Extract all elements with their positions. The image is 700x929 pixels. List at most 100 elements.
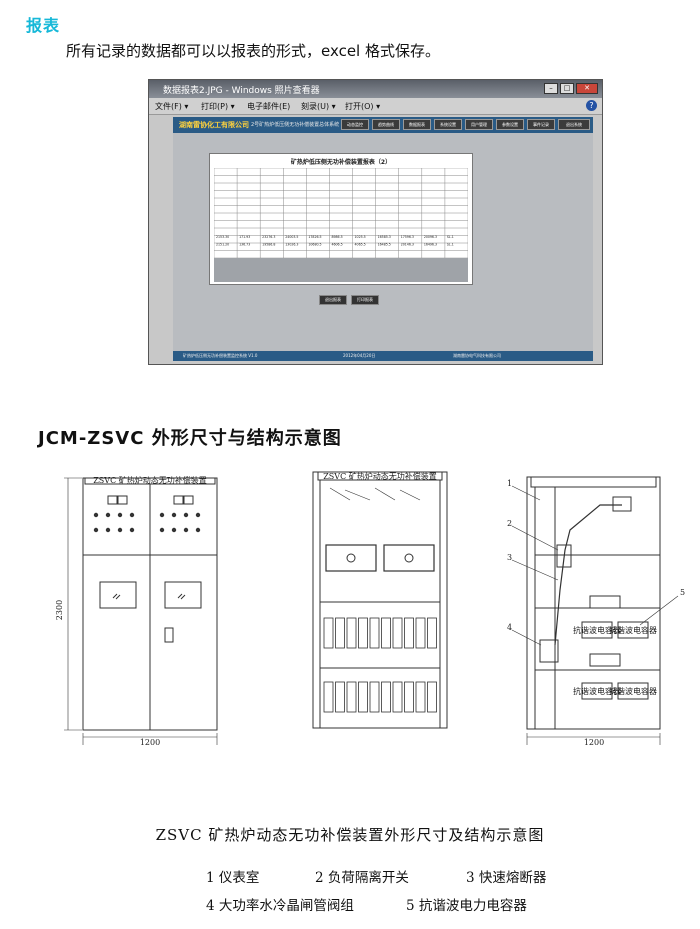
legend-item-5: 5 抗谐波电力电容器 (406, 898, 527, 914)
system-name: 2号矿热炉低压侧无功补偿装置总体系统 (251, 122, 340, 128)
capacitor-unit (346, 681, 357, 713)
menu-burn[interactable]: 刻录(U) ▾ (301, 102, 336, 111)
panel-knob (159, 527, 165, 533)
capacitor-unit (369, 617, 380, 649)
report-cell: 17826.5 (308, 235, 321, 239)
report-cell: 10680.5 (308, 243, 321, 247)
toolbar-button[interactable]: 用户管理 (465, 119, 493, 130)
menu-print[interactable]: 打印(P) ▾ (201, 102, 235, 111)
side-view: 抗谐波电容器 抗谐波电容器 抗谐波电容器 抗谐波电容器 1 2 3 4 5 12… (507, 476, 685, 747)
status-bar: 矿热炉低压侧无功补偿装置监控系统 V1.0 2012年04月20日 湖南雷协电气… (173, 351, 593, 361)
toolbar-button[interactable]: 退出系统 (558, 119, 590, 130)
capacitor-unit (358, 617, 368, 649)
panel-knob (195, 512, 201, 518)
menu-email[interactable]: 电子邮件(E) (247, 102, 291, 111)
toolbar-button[interactable]: 数据报表 (403, 119, 431, 130)
capacitor-label: 抗谐波电容器 (573, 686, 621, 696)
app-header: 湖南雷协化工有限公司 2号矿热炉低压侧无功补偿装置总体系统 动态监控 趋势曲线 … (173, 117, 593, 133)
close-icon[interactable]: ✕ (576, 83, 598, 94)
capacitor-unit (415, 617, 426, 649)
panel-knob (117, 527, 123, 533)
capacitor-unit (404, 681, 414, 713)
report-cell: 13026.3 (285, 243, 298, 247)
panel-knob (183, 512, 189, 518)
capacitor-label: 抗谐波电容器 (609, 686, 657, 696)
internal-view: ZSVC 矿热炉动态无功补偿装置 (312, 471, 448, 729)
callout-5: 5 (680, 588, 685, 597)
capacitor-unit (392, 681, 403, 713)
panel-knob (195, 527, 201, 533)
report-cell: 8986.5 (331, 235, 342, 239)
drawings-heading: JCM-ZSVC 外形尺寸与结构示意图 (38, 428, 342, 449)
legend-item-1: 1 仪表室 (206, 870, 260, 886)
callout-2: 2 (507, 519, 512, 528)
window-title: 数据报表2.JPG - Windows 照片查看器 (163, 86, 320, 96)
print-report-button[interactable]: 打印报表 (351, 295, 379, 305)
panel-knob (93, 512, 99, 518)
menu-file[interactable]: 文件(F) ▾ (155, 102, 189, 111)
report-cell: 1025.5 (355, 235, 366, 239)
panel-knob (183, 527, 189, 533)
report-cell: 136.73 (239, 243, 250, 247)
toolbar-button[interactable]: 系统设置 (434, 119, 462, 130)
report-cell: 171.93 (239, 235, 250, 239)
panel-knob (105, 512, 111, 518)
report-cell: 4606.5 (331, 243, 342, 247)
help-icon[interactable]: ? (586, 100, 597, 111)
company-name: 湖南雷协化工有限公司 (179, 121, 249, 129)
report-cell: 19586.8 (262, 243, 275, 247)
capacitor-unit (346, 617, 357, 649)
report-cell: 16585.3 (378, 235, 391, 239)
panel-knob (129, 512, 135, 518)
panel-knob (171, 527, 177, 533)
toolbar-button[interactable]: 趋势曲线 (372, 119, 400, 130)
report-title: 矿热炉低压侧无功补偿装置报表（2） (290, 159, 392, 166)
front-view: ZSVC 矿热炉动态无功补偿装置 2300 1200 (55, 475, 218, 747)
report-cell: 24003.5 (285, 235, 298, 239)
panel-knob (129, 527, 135, 533)
capacitor-unit (335, 681, 345, 713)
report-cell: 2153.30 (216, 235, 229, 239)
capacitor-unit (415, 681, 426, 713)
window-titlebar: 数据报表2.JPG - Windows 照片查看器 – □ ✕ (149, 80, 602, 98)
width-dimension: 1200 (140, 738, 160, 747)
toolbar-button[interactable]: 参数设置 (496, 119, 524, 130)
capacitor-unit (427, 681, 437, 713)
legend-item-2: 2 负荷隔离开关 (315, 870, 409, 886)
minimize-icon[interactable]: – (544, 83, 558, 94)
panel-knob (93, 527, 99, 533)
capacitor-unit (323, 617, 334, 649)
report-cell: 16496.3 (424, 243, 437, 247)
panel-knob (105, 527, 111, 533)
status-company: 湖南雷协电气科技有限公司 (453, 353, 501, 358)
front-view-label: ZSVC 矿热炉动态无功补偿装置 (93, 475, 206, 485)
menu-open[interactable]: 打开(O) ▾ (345, 102, 381, 111)
status-date: 2012年04月20日 (343, 353, 376, 358)
toolbar-button[interactable]: 动态监控 (341, 119, 369, 130)
callout-3: 3 (507, 553, 512, 562)
capacitor-unit (369, 681, 380, 713)
toolbar-button[interactable]: 事件记录 (527, 119, 555, 130)
report-cell: 20096.3 (424, 235, 437, 239)
report-sheet: 矿热炉低压侧无功补偿装置报表（2） 2153.30 171.93 23276.3 24… (209, 153, 473, 285)
panel-knob (171, 512, 177, 518)
report-cell: 16485.5 (378, 243, 391, 247)
report-blank-area (214, 258, 468, 282)
section-title: 报表 (26, 16, 61, 35)
report-cell: 17596.3 (401, 235, 414, 239)
capacitor-label: 抗谐波电容器 (609, 625, 657, 635)
maximize-icon[interactable]: □ (560, 83, 574, 94)
figure-caption: ZSVC 矿热炉动态无功补偿装置外形尺寸及结构示意图 (155, 826, 545, 844)
report-cell: SL.1 (447, 243, 454, 247)
capacitor-unit (404, 617, 414, 649)
report-cell: SL.1 (447, 235, 454, 239)
width-dimension-side: 1200 (584, 738, 604, 747)
internal-view-label: ZSVC 矿热炉动态无功补偿装置 (323, 471, 436, 481)
report-cell: 23276.3 (262, 235, 275, 239)
exit-report-button[interactable]: 退出报表 (319, 295, 347, 305)
capacitor-unit (392, 617, 403, 649)
panel-knob (117, 512, 123, 518)
report-viewer-screenshot: 数据报表2.JPG - Windows 照片查看器 – □ ✕ 文件(F) ▾ … (148, 79, 603, 365)
cabinet-drawings: ZSVC 矿热炉动态无功补偿装置 2300 1200 ZSVC 矿热炉动态无功补… (55, 471, 685, 747)
app-body: 矿热炉低压侧无功补偿装置报表（2） 2153.30 171.93 23276.3 24… (173, 133, 593, 351)
